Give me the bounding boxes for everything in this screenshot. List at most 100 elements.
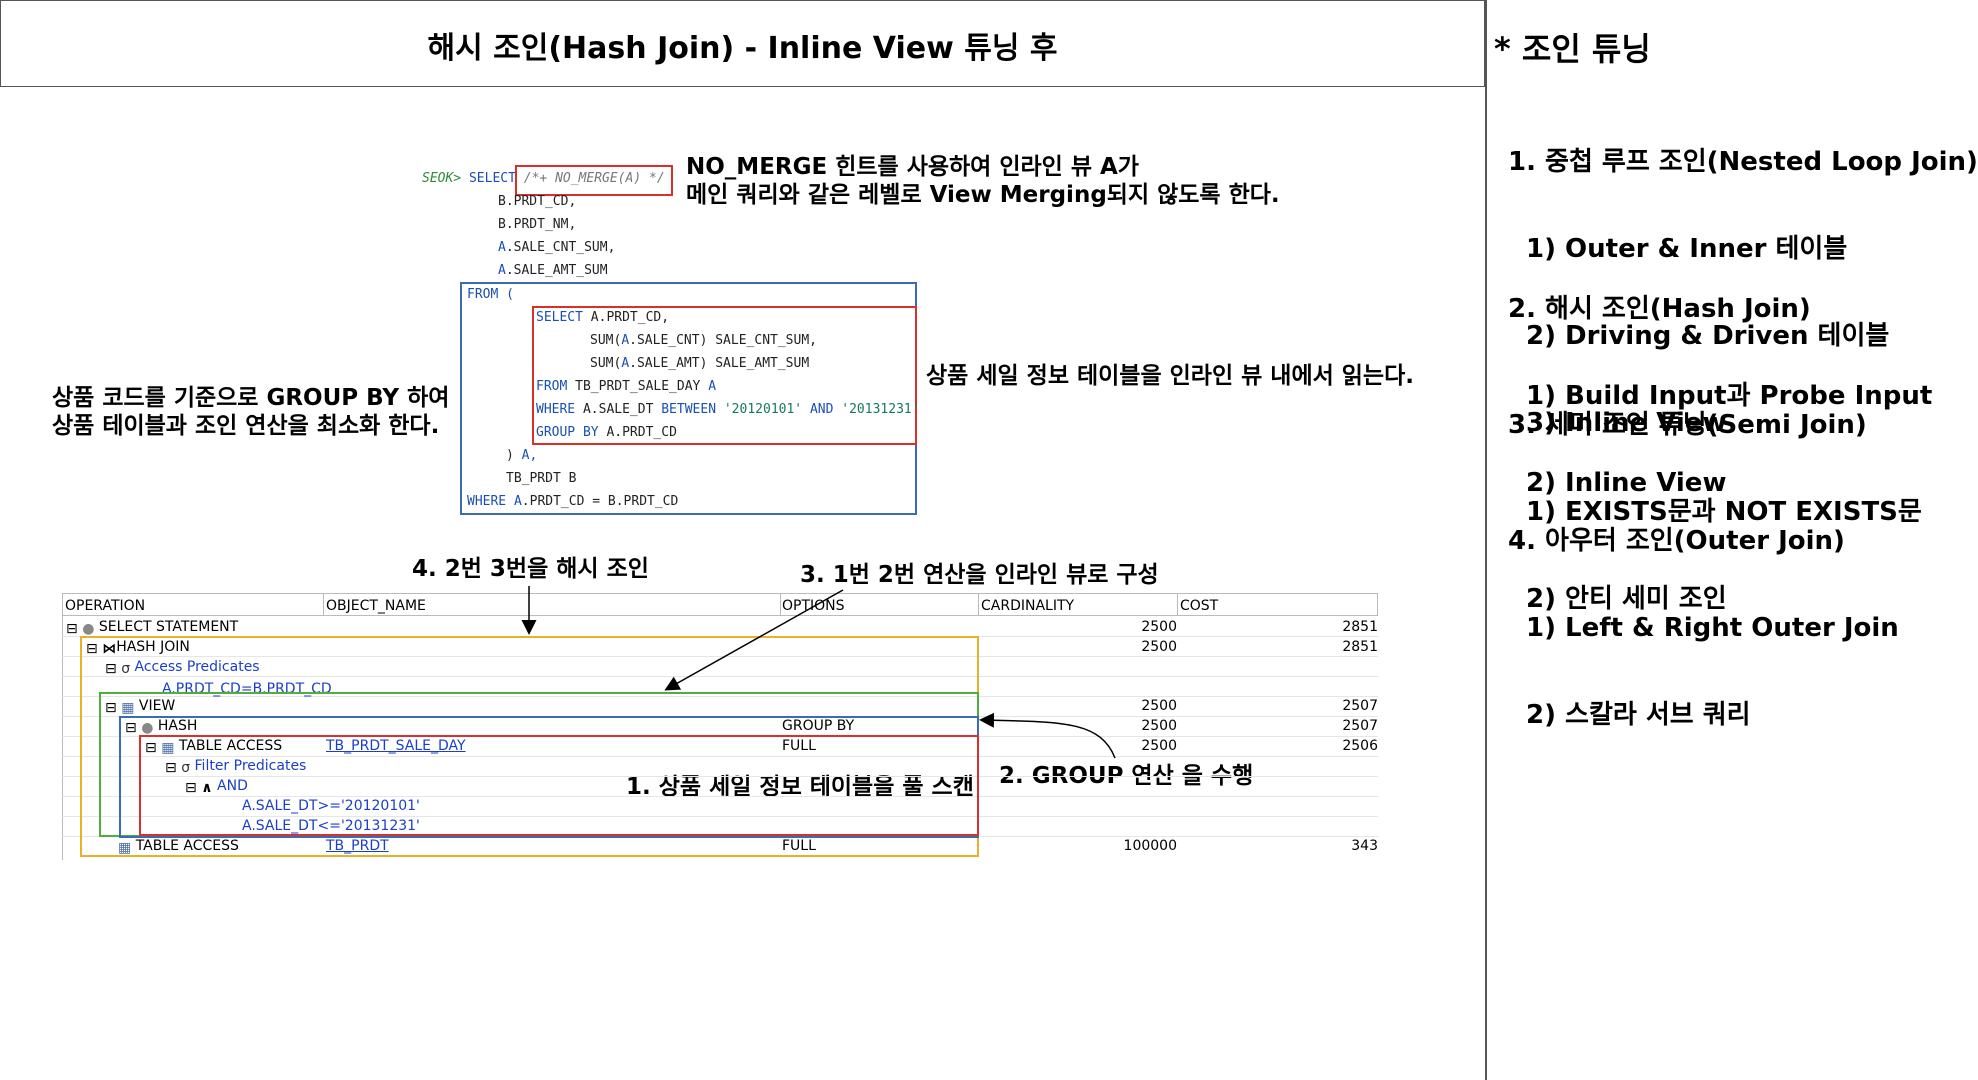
plan-header-row xyxy=(62,593,1378,616)
access-predicate-icon: σ xyxy=(121,661,131,677)
plan-cardinality: 2500 xyxy=(1141,639,1177,655)
sql-col: A.SALE_AMT_SUM xyxy=(498,263,608,278)
collapse-icon[interactable]: ⊟ xyxy=(125,720,137,736)
sidebar-item: 2) 스칼라 서브 쿼리 xyxy=(1526,700,1751,730)
sidebar-item: 2) Inline View xyxy=(1526,468,1727,498)
sql-keyword: BETWEEN xyxy=(661,402,717,417)
sql-col: B.PRDT_NM, xyxy=(498,217,577,232)
collapse-icon[interactable]: ⊟ xyxy=(185,780,197,796)
plan-cardinality: 100000 xyxy=(1123,838,1177,854)
plan-cost: 343 xyxy=(1351,838,1378,854)
collapse-icon[interactable]: ⊟ xyxy=(145,740,157,756)
hash-icon: ● xyxy=(141,720,154,736)
sql-col-text: .SALE_AMT_SUM xyxy=(505,263,608,278)
collapse-icon[interactable]: ⊟ xyxy=(86,641,98,657)
object-link[interactable]: TB_PRDT_SALE_DAY xyxy=(326,738,466,754)
sql-alias: A xyxy=(621,333,630,348)
sidebar-section-head: 2. 해시 조인(Hash Join) xyxy=(1508,294,1811,324)
table-row[interactable]: ⊟ σ Access Predicates xyxy=(105,659,260,677)
sidebar-section-3: 3. 세미 조인 튜닝(Semi Join) 1) EXISTS문과 NOT E… xyxy=(1508,353,1922,643)
plan-operation: VIEW xyxy=(138,698,176,714)
header-operation[interactable]: OPERATION xyxy=(65,598,146,614)
sql-keyword: WHERE xyxy=(536,402,576,417)
plan-cost: 2851 xyxy=(1342,639,1378,655)
collapse-icon[interactable]: ⊟ xyxy=(105,700,117,716)
table-row[interactable]: ⊟ ⋈HASH JOIN xyxy=(86,639,190,657)
hint-annotation: NO_MERGE 힌트를 사용하여 인라인 뷰 A가 메인 쿼리와 같은 레벨로… xyxy=(686,154,1280,208)
view-icon: ▦ xyxy=(121,700,135,716)
sql-text: .SALE_AMT) SALE_AMT_SUM xyxy=(629,356,810,371)
sql-close: ) A, xyxy=(506,448,537,463)
plan-cardinality: 2500 xyxy=(1141,619,1177,635)
collapse-icon[interactable]: ⊟ xyxy=(105,661,117,677)
plan-operation: HASH JOIN xyxy=(116,639,190,655)
table-row[interactable]: ⊟ ▦ VIEW xyxy=(105,698,175,716)
table-row[interactable]: ⊟ ▦ TABLE ACCESS xyxy=(145,738,282,756)
sql-prompt: SEOK> xyxy=(422,171,462,186)
plan-predicate: A.SALE_DT>='20120101' xyxy=(242,798,420,814)
sidebar-item: 3) Inline View xyxy=(1526,408,1727,438)
inline-view-annotation: 상품 세일 정보 테이블을 인라인 뷰 내에서 읽는다. xyxy=(926,363,1414,389)
plan-options: FULL xyxy=(782,838,816,854)
plan-options: FULL xyxy=(782,738,816,754)
sql-text: TB_PRDT_SALE_DAY xyxy=(567,379,709,394)
sql-alias: A xyxy=(506,494,522,509)
sql-table: TB_PRDT B xyxy=(506,471,577,486)
sql-alias: A xyxy=(708,379,717,394)
plan-operation: Filter Predicates xyxy=(194,758,307,774)
col-divider xyxy=(780,593,781,616)
sidebar-section-2: 2. 해시 조인(Hash Join) 1) Build Input과 Prob… xyxy=(1508,237,1932,527)
sidebar-item: 1) Outer & Inner 테이블 xyxy=(1526,234,1848,264)
plan-operation: AND xyxy=(217,778,248,794)
sql-hint: /*+ NO_MERGE(A) */ xyxy=(523,171,665,186)
inline-view-box xyxy=(532,306,917,445)
sidebar-item: 1) EXISTS문과 NOT EXISTS문 xyxy=(1526,497,1922,527)
sql-inner-from: FROM TB_PRDT_SALE_DAY A xyxy=(536,379,716,394)
sql-text: SUM( xyxy=(590,356,622,371)
table-row[interactable]: ⊟ ● HASH xyxy=(125,718,197,736)
table-row[interactable]: ⊟ ∧ AND xyxy=(185,778,248,796)
header-cardinality[interactable]: CARDINALITY xyxy=(981,598,1075,614)
table-row[interactable]: ▦ TABLE ACCESS xyxy=(118,838,239,856)
plan-cost: 2507 xyxy=(1342,718,1378,734)
sql-text: ) xyxy=(506,448,522,463)
groupby-annotation: 상품 코드를 기준으로 GROUP BY 하여 상품 테이블과 조인 연산을 최… xyxy=(52,385,450,439)
sql-text: A.PRDT_CD, xyxy=(582,310,670,325)
sql-alias: A xyxy=(498,263,506,278)
collapse-icon[interactable]: ⊟ xyxy=(66,621,78,637)
plan-operation: HASH xyxy=(157,718,198,734)
sql-keyword: AND xyxy=(809,402,834,417)
sql-text: A.PRDT_CD xyxy=(598,425,677,440)
sidebar-divider xyxy=(1485,0,1487,1080)
plan-operation: TABLE ACCESS xyxy=(178,738,283,754)
step1-annotation: 1. 상품 세일 정보 테이블을 풀 스캔 xyxy=(626,774,974,800)
statement-icon: ● xyxy=(82,621,95,637)
plan-operation: SELECT STATEMENT xyxy=(98,619,239,635)
collapse-icon[interactable]: ⊟ xyxy=(165,760,177,776)
sidebar-section-4: 4. 아우터 조인(Outer Join) 1) Left & Right Ou… xyxy=(1508,469,1899,759)
sql-text: .SALE_CNT) SALE_CNT_SUM, xyxy=(629,333,817,348)
plan-cost: 2851 xyxy=(1342,619,1378,635)
sidebar-section-1: 1. 중첩 루프 조인(Nested Loop Join) 1) Outer &… xyxy=(1508,90,1978,467)
sql-line-select: SEOK> SELECT /*+ NO_MERGE(A) */ xyxy=(422,171,665,186)
object-link[interactable]: TB_PRDT xyxy=(326,838,389,854)
header-cost[interactable]: COST xyxy=(1180,598,1219,614)
sidebar-item: 2) Driving & Driven 테이블 xyxy=(1526,321,1890,351)
filter-icon: σ xyxy=(181,760,191,776)
table-row[interactable]: ⊟ σ Filter Predicates xyxy=(165,758,306,776)
header-object-name[interactable]: OBJECT_NAME xyxy=(326,598,426,614)
sql-alias: A xyxy=(498,240,506,255)
sql-string: '20131231' xyxy=(841,402,920,417)
sidebar-section-head: 4. 아우터 조인(Outer Join) xyxy=(1508,526,1845,556)
annotation-arrows xyxy=(521,586,1116,759)
sidebar-item: 2) 안티 세미 조인 xyxy=(1526,584,1727,614)
table-row[interactable]: ⊟ ● SELECT STATEMENT xyxy=(66,619,238,637)
sidebar-item: 1) Build Input과 Probe Input xyxy=(1526,381,1933,411)
plan-cost: 2507 xyxy=(1342,698,1378,714)
sql-col-text: .SALE_CNT_SUM, xyxy=(505,240,616,255)
sql-where: WHERE A.PRDT_CD = B.PRDT_CD xyxy=(467,494,678,509)
hint-highlight-box xyxy=(515,165,673,196)
sidebar-item: 1) Left & Right Outer Join xyxy=(1526,613,1899,643)
table-access-highlight xyxy=(139,735,979,836)
plan-cardinality: 2500 xyxy=(1141,738,1177,754)
